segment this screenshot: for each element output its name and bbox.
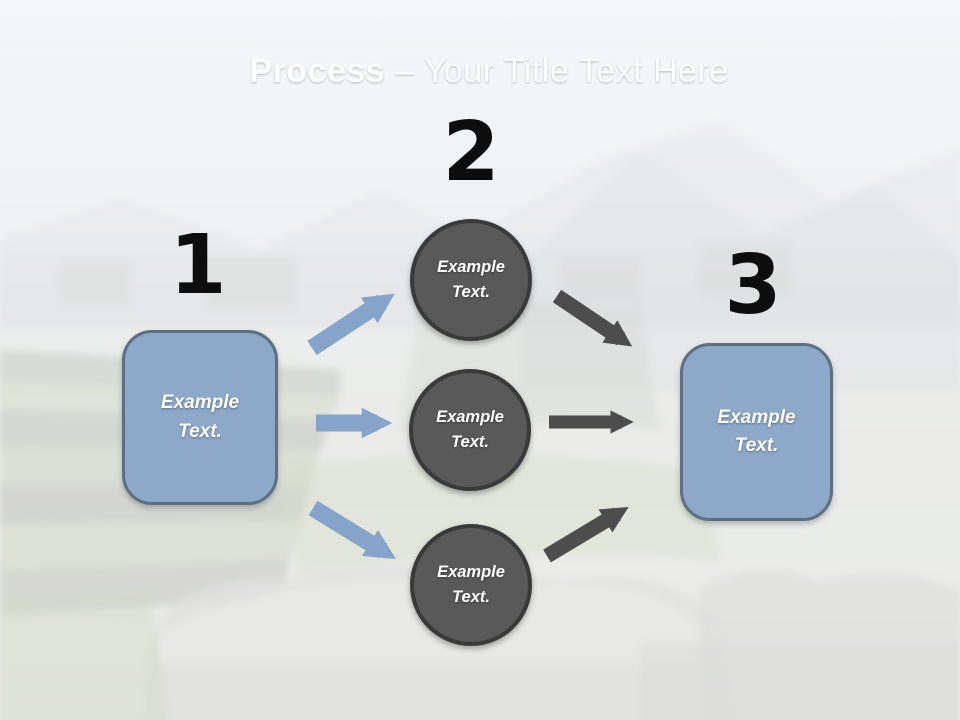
text-line: Text. xyxy=(452,283,490,301)
circle-top-text: Example Text. xyxy=(437,255,505,305)
text-line: Example xyxy=(437,258,505,277)
process-circle-bottom[interactable]: Example Text. xyxy=(410,524,532,646)
left-process-box[interactable]: Example Text. xyxy=(122,330,278,505)
text-line: Text. xyxy=(451,433,489,451)
right-process-box[interactable]: Example Text. xyxy=(680,343,833,521)
text-line: Example xyxy=(160,392,240,413)
left-box-text: Example Text. xyxy=(161,389,239,446)
process-circle-middle[interactable]: Example Text. xyxy=(409,369,531,491)
step-number-3[interactable]: 3 xyxy=(724,238,782,333)
title-rest: – Your Title Text Here xyxy=(395,52,729,90)
text-line: Text. xyxy=(734,435,779,456)
process-circle-top[interactable]: Example Text. xyxy=(410,219,532,341)
circle-bottom-text: Example Text. xyxy=(437,560,505,610)
text-line: Example xyxy=(436,408,504,427)
step-number-1[interactable]: 1 xyxy=(169,218,227,313)
slide-title[interactable]: Process – Your Title Text Here xyxy=(0,52,960,91)
right-box-text: Example Text. xyxy=(717,404,795,461)
circle-middle-text: Example Text. xyxy=(436,405,504,455)
text-line: Text. xyxy=(178,420,222,442)
title-emphasis: Process xyxy=(249,52,386,90)
text-line: Example xyxy=(717,406,796,428)
text-line: Text. xyxy=(452,588,490,606)
step-number-2[interactable]: 2 xyxy=(442,105,500,200)
text-line: Example xyxy=(437,563,505,582)
